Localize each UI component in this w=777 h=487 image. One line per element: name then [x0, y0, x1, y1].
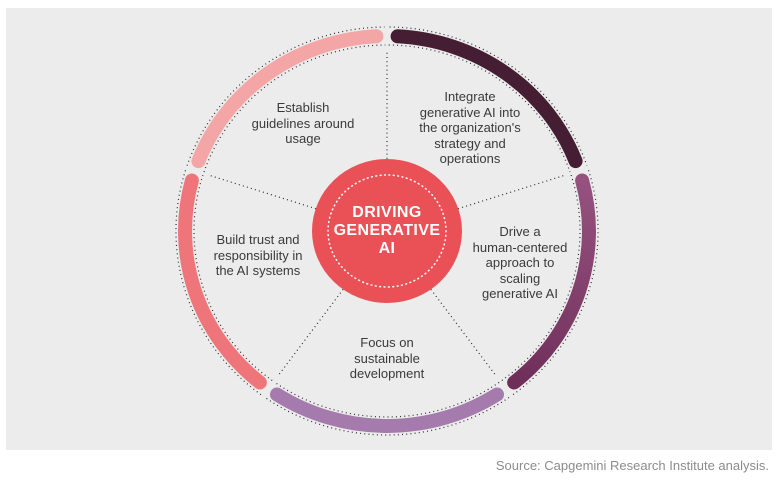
label-build-trust: Build trust and responsibility in the AI… — [213, 232, 303, 278]
label-integrate-generative-ai: Integrate generative AI into the organiz… — [419, 89, 521, 166]
segment-arc — [390, 29, 583, 169]
label-focus-sustainable: Focus on sustainable development — [349, 335, 425, 381]
divider-line — [210, 175, 317, 210]
segment-dotted-outline — [512, 170, 599, 396]
label-drive-human-centered: Drive a human-centered approach to scali… — [472, 224, 568, 301]
segment-arc — [191, 29, 384, 169]
label-establish-guidelines: Establish guidelines around usage — [251, 100, 355, 146]
segment-arc — [507, 173, 596, 390]
wheel-divider-lines — [210, 51, 564, 377]
segment-integrate-generative-ai — [388, 26, 588, 173]
source-note: Source: Capgemini Research Institute ana… — [495, 458, 769, 473]
center-circle — [312, 159, 462, 303]
segment-dotted-outline — [274, 381, 500, 418]
wheel-center-title: DRIVING GENERATIVE AI — [333, 204, 441, 257]
center-dotted-ring-icon — [327, 174, 447, 288]
segment-arc — [178, 173, 267, 390]
segment-arc — [270, 387, 504, 433]
segment-drive-human-centered-approach — [501, 170, 599, 396]
segment-build-trust-and-responsibility — [175, 170, 273, 396]
segment-dotted-outline — [186, 26, 385, 166]
segment-establish-guidelines-around-usage — [186, 26, 386, 173]
wheel-segments — [175, 26, 599, 436]
segment-dotted-outline — [175, 170, 262, 396]
divider-line — [457, 175, 564, 210]
segment-focus-on-sustainable-development — [264, 381, 510, 436]
